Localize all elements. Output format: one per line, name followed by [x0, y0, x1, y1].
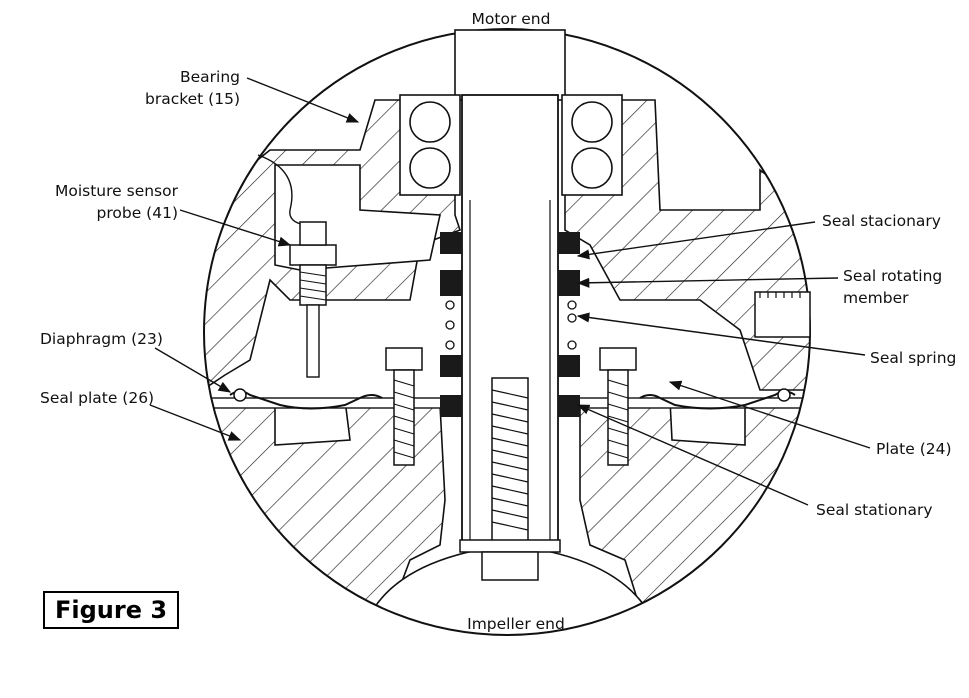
label-seal-plate: Seal plate (26) [40, 389, 154, 407]
seal-spring-coil [567, 300, 577, 310]
leader-lines [149, 77, 871, 506]
cap-screw-thread [607, 379, 629, 459]
sensor-rod [306, 304, 320, 378]
label-seal-rotating-line2: member [843, 289, 909, 307]
diaphragm-bead [233, 388, 247, 402]
sensor-cap [299, 221, 327, 246]
bolt-washer [459, 539, 561, 553]
leader-moisture-sensor [179, 209, 292, 247]
bearings [399, 94, 623, 196]
leader-seal-stacionary [576, 221, 816, 260]
sensor-thread [299, 271, 327, 301]
label-bearing-bracket-line1: Bearing [180, 68, 240, 86]
seal-spring-coil [445, 340, 455, 350]
seal-stationary-ring [558, 395, 580, 417]
seal-rotating-member [440, 270, 462, 296]
cap-screw-body [393, 369, 415, 466]
seal-rotating-member [558, 270, 580, 296]
sensor-nut [289, 244, 337, 266]
moisture-sensor-probe [257, 154, 337, 378]
seal-spring-coil [567, 313, 577, 323]
seal-rubber [558, 355, 580, 377]
label-bearing-bracket-line2: bracket (15) [145, 90, 240, 108]
leader-plate [668, 380, 871, 449]
seal-stacionary-ring [440, 232, 462, 254]
bearing-ball [571, 147, 613, 189]
motor-shaft-top [454, 29, 566, 101]
bearing-ball [571, 101, 613, 143]
leader-diaphragm [154, 347, 232, 393]
seal-stationary-ring [440, 395, 462, 417]
label-seal-rotating-line1: Seal rotating [843, 267, 942, 285]
diaphragm-bead [777, 388, 791, 402]
leader-seal-rotating [576, 277, 839, 288]
label-seal-stacionary: Seal stacionary [822, 212, 941, 230]
bolt-thread [491, 389, 529, 531]
label-plate: Plate (24) [876, 440, 952, 458]
seal-spring-coil [567, 340, 577, 350]
seal-rubber [440, 355, 462, 377]
seal-assembly [440, 232, 580, 417]
cap-screw-head [599, 347, 637, 371]
leader-seal-spring [576, 312, 866, 356]
label-moisture-sensor-line2: probe (41) [97, 204, 178, 222]
bearing-ball [409, 147, 451, 189]
seal-spring-coil [445, 300, 455, 310]
label-motor-end: Motor end [472, 10, 551, 28]
label-diaphragm: Diaphragm (23) [40, 330, 163, 348]
bolt-nut [481, 551, 539, 581]
label-seal-spring: Seal spring [870, 349, 956, 367]
threaded-port [754, 291, 811, 338]
cap-screw-head [385, 347, 423, 371]
bearing-ball [409, 101, 451, 143]
leader-seal-stationary [576, 404, 809, 506]
label-moisture-sensor-line1: Moisture sensor [55, 182, 179, 200]
seal-stacionary-ring [558, 232, 580, 254]
leader-bearing-bracket [246, 77, 360, 123]
cap-screw-thread [393, 379, 415, 459]
cap-screws [385, 347, 637, 466]
sensor-wire [257, 154, 306, 226]
seal-spring-coil [445, 320, 455, 330]
label-impeller-end: Impeller end [467, 615, 565, 633]
leader-seal-plate [149, 404, 242, 441]
figure-label: Figure 3 [43, 591, 179, 629]
label-seal-stationary: Seal stationary [816, 501, 933, 519]
cap-screw-body [607, 369, 629, 466]
impeller-bolt [459, 377, 561, 581]
port-thread [759, 292, 801, 298]
